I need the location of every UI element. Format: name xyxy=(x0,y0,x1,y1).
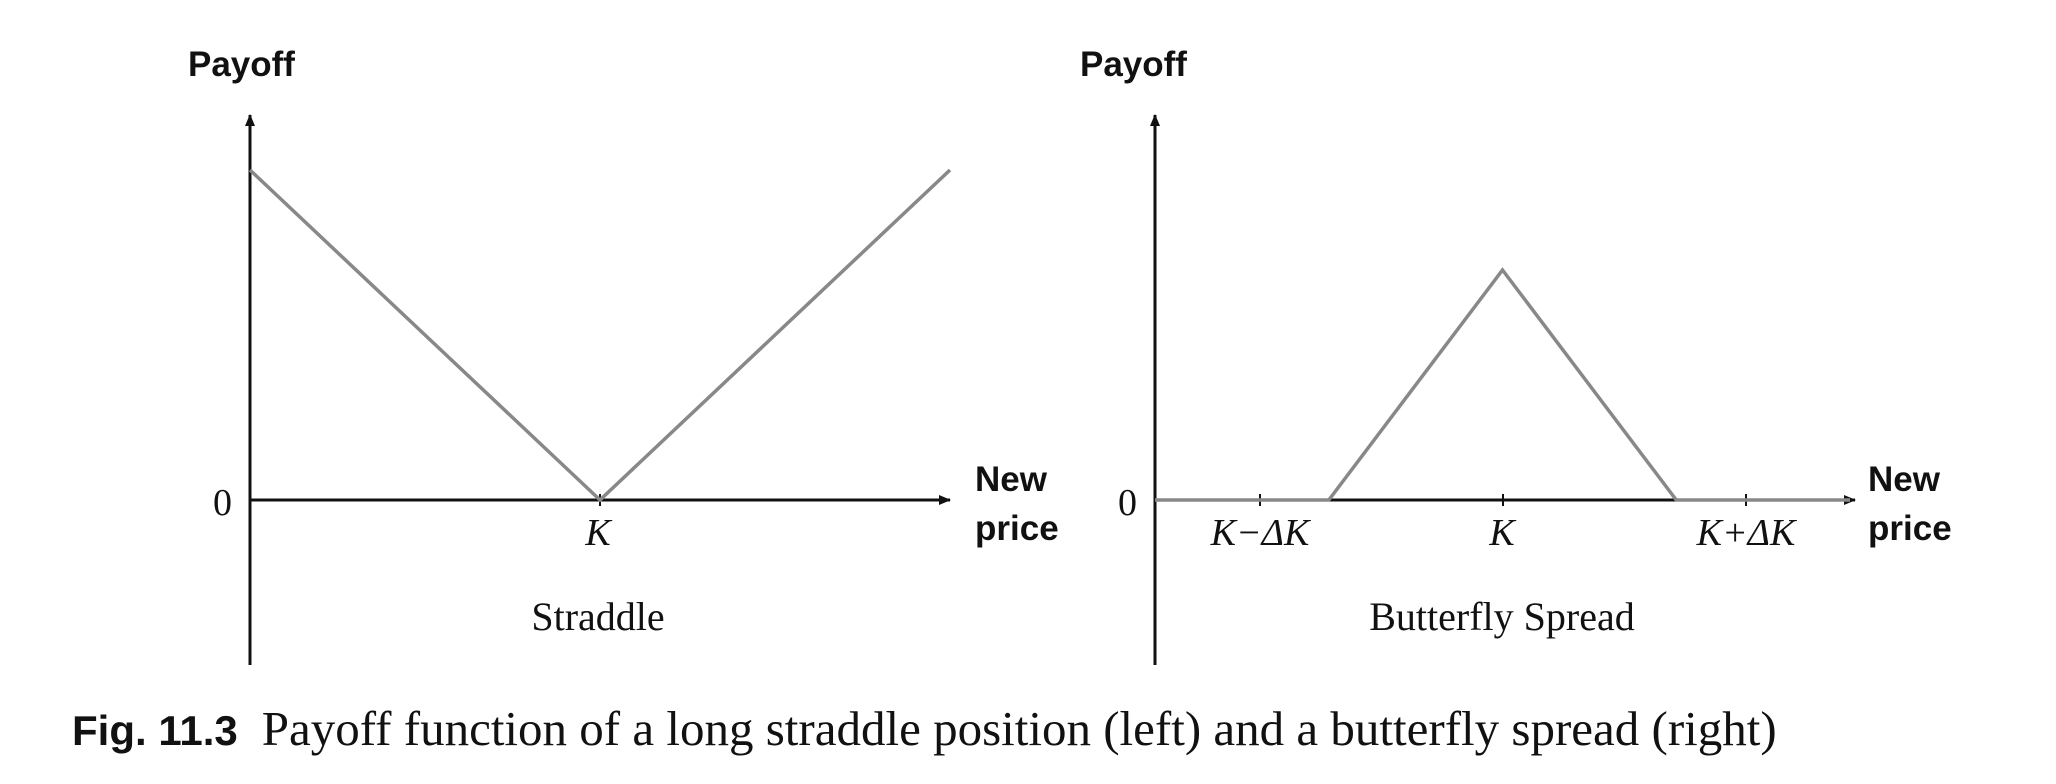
chart-title: Straddle xyxy=(531,594,664,639)
y-axis-label: Payoff xyxy=(1080,45,1187,84)
x-tick-label-k-plus-dk: K+ΔK xyxy=(1696,512,1797,554)
butterfly-payoff-line xyxy=(1155,267,1850,502)
y-axis-label: Payoff xyxy=(188,45,295,84)
x-tick-label-k: K xyxy=(1488,512,1516,554)
figure-caption: Fig. 11.3 Payoff function of a long stra… xyxy=(72,701,1777,756)
y-zero-label: 0 xyxy=(1118,482,1137,524)
x-axis-label-line2: price xyxy=(975,509,1059,548)
straddle-payoff-line xyxy=(248,168,952,503)
caption-label: Fig. 11.3 xyxy=(72,707,238,754)
chart-title: Butterfly Spread xyxy=(1369,594,1635,639)
x-axis-label-line2: price xyxy=(1868,509,1952,548)
x-axis-label-line1: New xyxy=(1868,460,1941,499)
x-axis-label-line1: New xyxy=(975,460,1048,499)
caption-text: Payoff function of a long straddle posit… xyxy=(262,701,1777,756)
y-zero-label: 0 xyxy=(213,482,232,524)
x-tick-label: K xyxy=(584,512,612,554)
x-tick-label-k-minus-dk: K−ΔK xyxy=(1210,512,1311,554)
straddle-chart: Payoff New price 0 K Straddle xyxy=(188,45,1059,665)
butterfly-spread-chart: Payoff New price 0 K−ΔK K K+ΔK Butterfly… xyxy=(1080,45,1952,665)
